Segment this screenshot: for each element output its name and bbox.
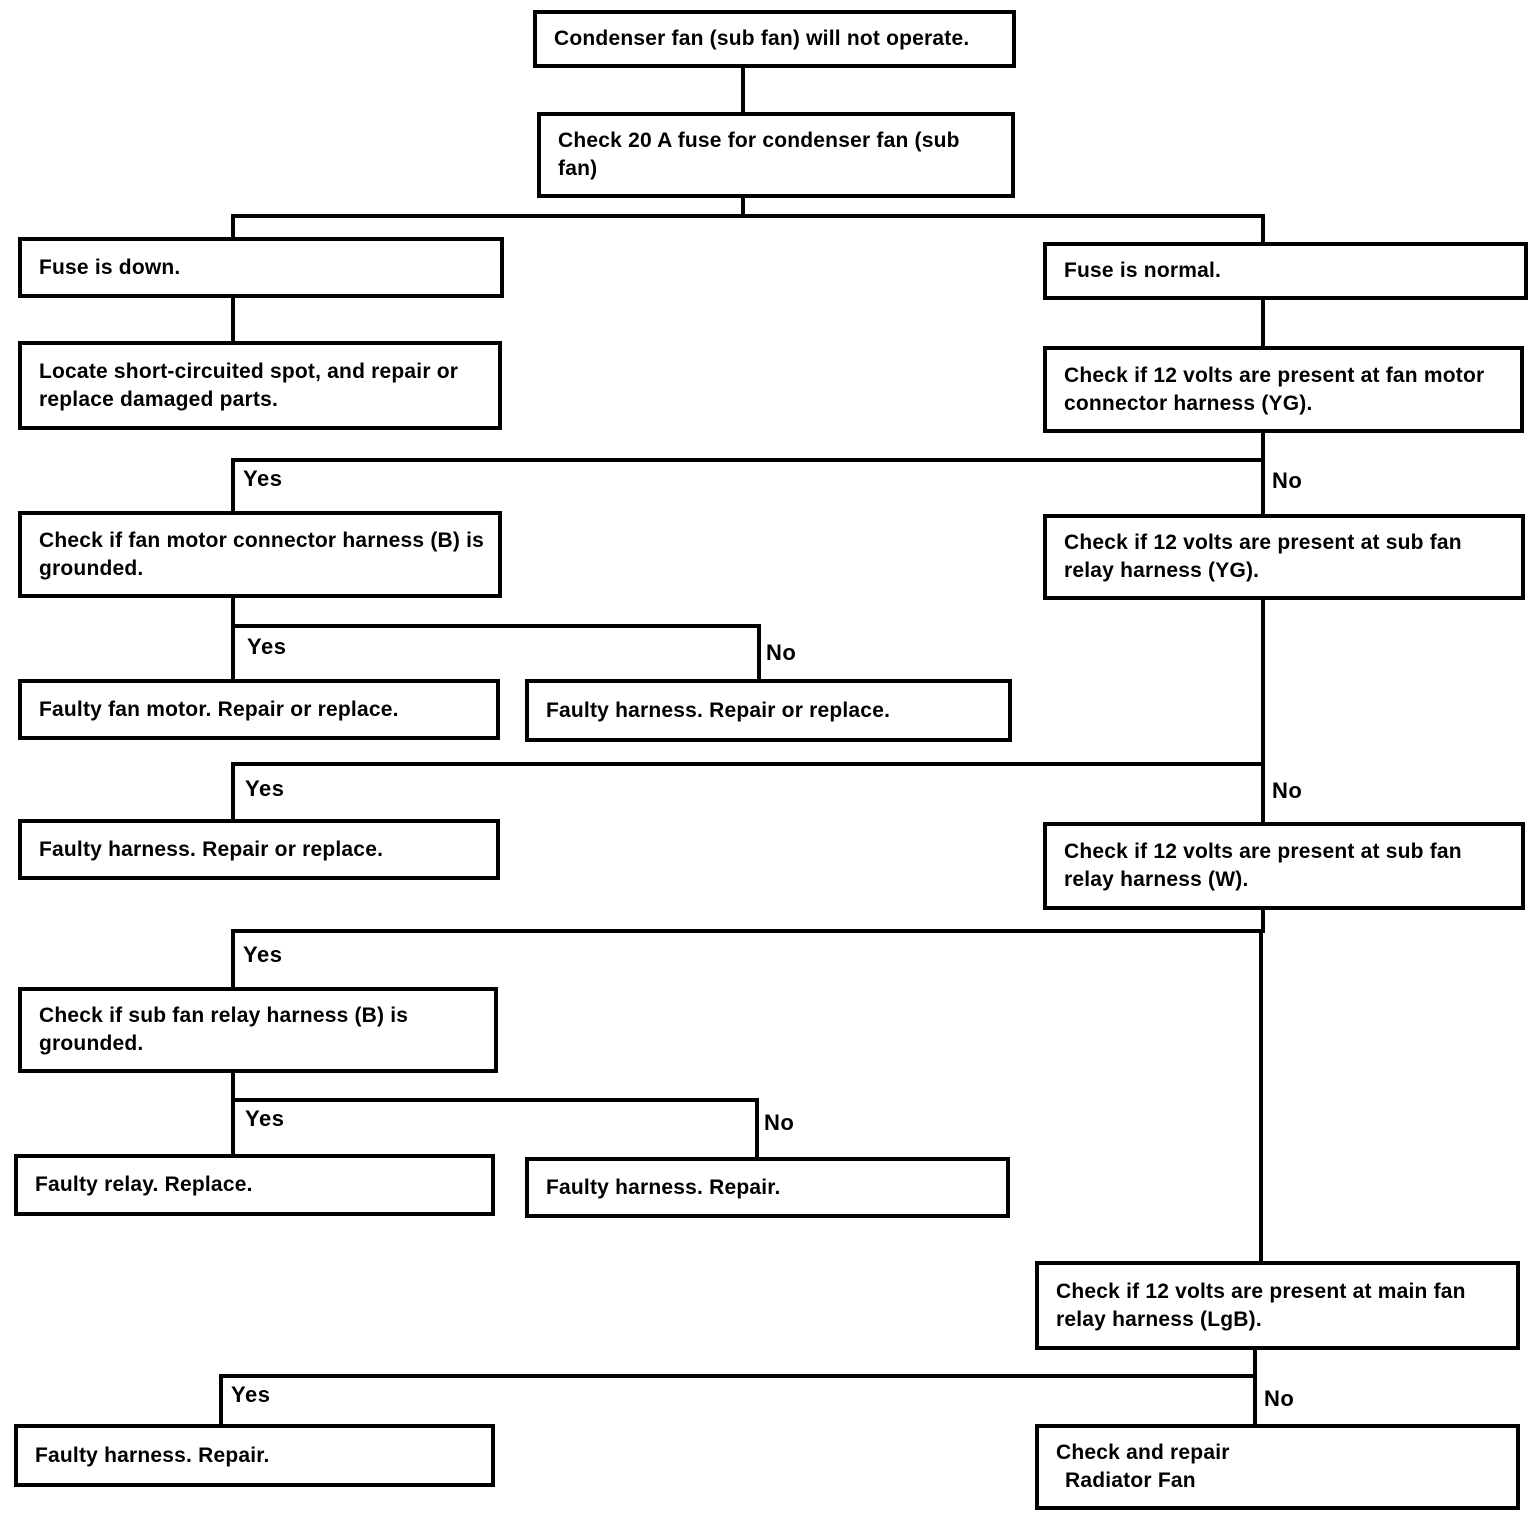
- node-check-12v-mainfan: Check if 12 volts are present at main fa…: [1035, 1261, 1520, 1350]
- connector-line: [231, 762, 1265, 766]
- node-fuse-normal-text: Fuse is normal.: [1064, 259, 1222, 283]
- branch-label-yes-3: Yes: [245, 776, 285, 801]
- node-fuse-down: Fuse is down.: [18, 237, 504, 298]
- node-faulty-harness-4-text: Faulty harness. Repair.: [35, 1443, 270, 1467]
- node-locate-short: Locate short-circuited spot, and repair …: [18, 341, 502, 430]
- node-faulty-fan-motor: Faulty fan motor. Repair or replace.: [18, 679, 500, 740]
- node-faulty-harness-4: Faulty harness. Repair.: [14, 1424, 495, 1487]
- connector-line: [231, 762, 235, 821]
- connector-line: [741, 68, 745, 113]
- node-check-subfan-ground: Check if sub fan relay harness (B) is gr…: [18, 987, 498, 1073]
- node-faulty-harness-2-text: Faulty harness. Repair or replace.: [39, 837, 384, 861]
- node-check-12v-mainfan-text: Check if 12 volts are present at main fa…: [1056, 1279, 1466, 1331]
- connector-line: [755, 1098, 759, 1159]
- node-faulty-harness-1: Faulty harness. Repair or replace.: [525, 679, 1012, 742]
- connector-line: [231, 624, 761, 628]
- connector-line: [231, 624, 235, 681]
- connector-line: [231, 214, 1265, 218]
- node-check-radiator-line1: Check and repair: [1056, 1441, 1230, 1465]
- connector-line: [1261, 458, 1265, 516]
- branch-label-no-1: No: [1272, 468, 1303, 493]
- connector-line: [1261, 598, 1265, 764]
- connector-line: [1261, 298, 1265, 348]
- node-faulty-harness-2: Faulty harness. Repair or replace.: [18, 819, 500, 880]
- node-fuse-normal: Fuse is normal.: [1043, 242, 1528, 300]
- node-check-12v-subfan-yg-text: Check if 12 volts are present at sub fan…: [1064, 531, 1462, 582]
- node-check-subfan-ground-text: Check if sub fan relay harness (B) is gr…: [39, 1004, 409, 1055]
- connector-line: [1261, 214, 1265, 244]
- node-faulty-fan-motor-text: Faulty fan motor. Repair or replace.: [39, 697, 399, 721]
- node-locate-short-text: Locate short-circuited spot, and repair …: [39, 359, 459, 411]
- connector-line: [219, 1374, 1257, 1378]
- node-check-fan-motor-ground-text: Check if fan motor connector harness (B)…: [39, 528, 485, 580]
- node-check-radiator-text: Check and repair Radiator Fan: [1056, 1439, 1230, 1494]
- connector-line: [741, 196, 745, 216]
- connector-line: [1259, 929, 1263, 1263]
- node-faulty-relay-text: Faulty relay. Replace.: [35, 1173, 253, 1197]
- node-faulty-harness-1-text: Faulty harness. Repair or replace.: [546, 698, 891, 722]
- branch-label-yes-6: Yes: [231, 1382, 271, 1407]
- connector-line: [231, 214, 235, 239]
- connector-line: [231, 296, 235, 343]
- connector-line: [231, 458, 235, 513]
- connector-line: [231, 1071, 235, 1100]
- connector-line: [1261, 762, 1265, 824]
- connector-line: [1253, 1374, 1257, 1426]
- branch-label-yes-5: Yes: [245, 1106, 285, 1131]
- connector-line: [1261, 908, 1265, 931]
- connector-line: [757, 624, 761, 681]
- branch-label-no-6: No: [1264, 1386, 1295, 1411]
- node-check-12v-subfan-w: Check if 12 volts are present at sub fan…: [1043, 822, 1525, 910]
- connector-line: [231, 929, 1265, 933]
- node-faulty-harness-3: Faulty harness. Repair.: [525, 1157, 1010, 1218]
- branch-label-no-2: No: [766, 640, 797, 665]
- connector-line: [231, 458, 1265, 462]
- node-check-fuse: Check 20 A fuse for condenser fan (sub f…: [537, 112, 1015, 198]
- node-faulty-relay: Faulty relay. Replace.: [14, 1154, 495, 1216]
- node-check-12v-subfan-w-text: Check if 12 volts are present at sub fan…: [1064, 840, 1462, 891]
- node-start: Condenser fan (sub fan) will not operate…: [533, 10, 1016, 68]
- node-start-text: Condenser fan (sub fan) will not operate…: [554, 27, 970, 51]
- connector-line: [1261, 431, 1265, 460]
- node-faulty-harness-3-text: Faulty harness. Repair.: [546, 1175, 781, 1199]
- connector-line: [219, 1374, 223, 1426]
- connector-line: [231, 1098, 759, 1102]
- node-check-fan-motor-ground: Check if fan motor connector harness (B)…: [18, 511, 502, 598]
- connector-line: [1253, 1348, 1257, 1376]
- branch-label-yes-1: Yes: [243, 466, 283, 491]
- branch-label-yes-4: Yes: [243, 942, 283, 967]
- node-check-12v-subfan-yg: Check if 12 volts are present at sub fan…: [1043, 514, 1525, 600]
- node-check-radiator: Check and repair Radiator Fan: [1035, 1424, 1520, 1510]
- connector-line: [231, 596, 235, 626]
- node-check-12v-fan-motor-text: Check if 12 volts are present at fan mot…: [1064, 363, 1485, 415]
- branch-label-yes-2: Yes: [247, 634, 287, 659]
- branch-label-no-3: No: [1272, 778, 1303, 803]
- node-check-radiator-line2: Radiator Fan: [1065, 1469, 1196, 1492]
- connector-line: [231, 929, 235, 989]
- connector-line: [231, 1098, 235, 1156]
- branch-label-no-5: No: [764, 1110, 795, 1135]
- node-check-fuse-text: Check 20 A fuse for condenser fan (sub f…: [558, 129, 960, 180]
- node-fuse-down-text: Fuse is down.: [39, 255, 181, 279]
- node-check-12v-fan-motor: Check if 12 volts are present at fan mot…: [1043, 346, 1524, 433]
